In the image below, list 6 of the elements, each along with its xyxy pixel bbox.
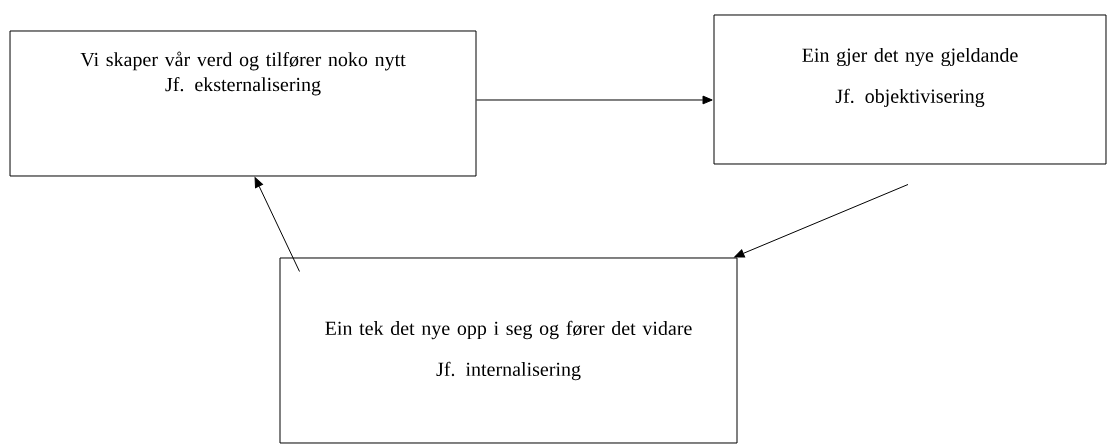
arrow [476,95,713,105]
text-box: Ein gjer det nye gjeldande Jf. objektivisering [713,14,1107,165]
text-box: Vi skaper vår verd og tilfører noko nytt Jf. eksternalisering [9,30,477,177]
arrow [254,177,300,272]
arrow [734,184,909,258]
text-box: Ein tek det nye opp i seg og fører det vidare Jf. internalisering [279,257,738,444]
